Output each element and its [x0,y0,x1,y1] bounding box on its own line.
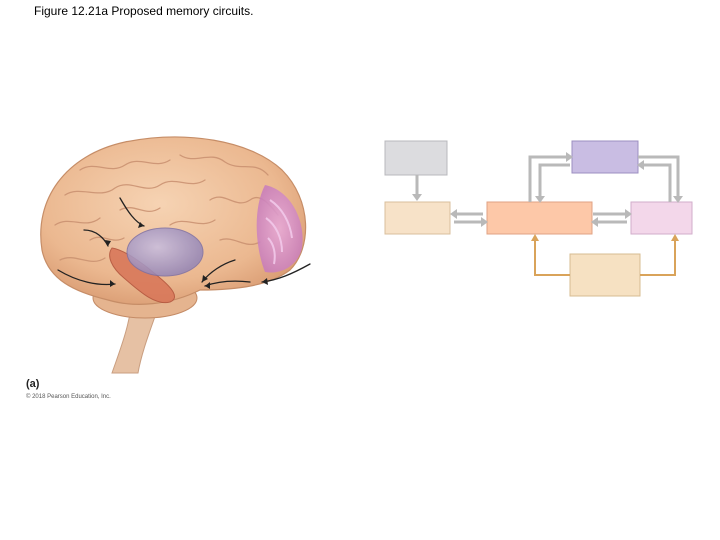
prefrontal-folds [265,199,293,265]
box-association-cortex [384,201,451,235]
box-prefrontal-cortex [630,201,693,235]
box-sensory-input [384,140,448,176]
gold-arrowheads [531,234,679,241]
prefrontal-cortex-region [256,185,303,273]
thalamus-region [126,227,204,277]
cerebrum-shape [40,136,307,305]
copyright-notice: © 2018 Pearson Education, Inc. [26,394,111,400]
gold-connectors [534,241,676,276]
memory-circuit-flowchart [384,140,693,297]
box-thalamus [571,140,639,174]
box-medial-temporal-lobe [486,201,593,235]
box-basal-forebrain [569,253,641,297]
panel-label: (a) [26,378,40,390]
gray-connectors [415,155,680,224]
figure-title: Figure 12.21a Proposed memory circuits. [34,4,254,18]
brain-illustration [40,136,311,374]
arrowheads [105,222,268,289]
gray-arrowheads [412,152,683,227]
